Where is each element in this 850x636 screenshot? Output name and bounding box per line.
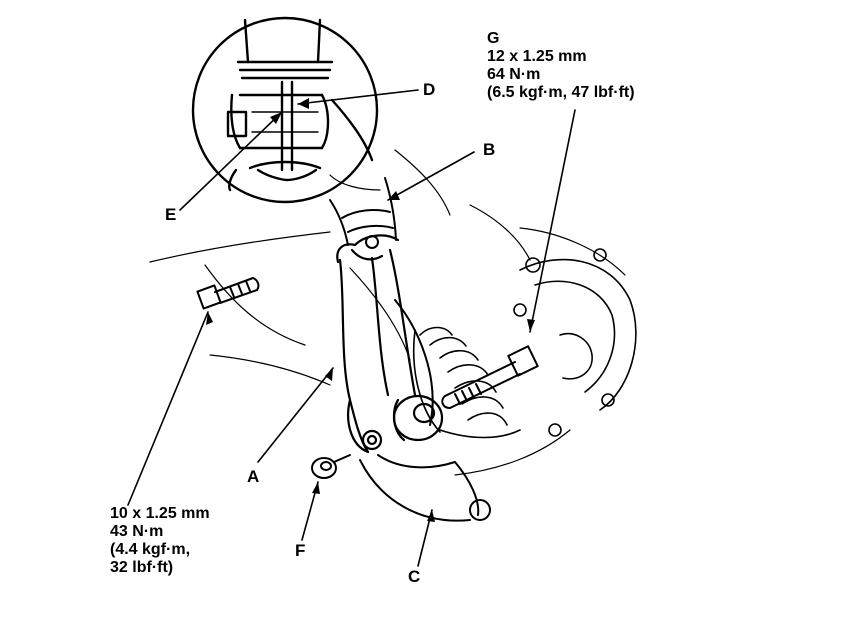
leader-lines	[127, 89, 576, 567]
upper-arm	[336, 234, 417, 454]
arrowheads	[206, 98, 535, 522]
spec-g-torque-alt: (6.5 kgf·m, 47 lbf·ft)	[487, 84, 635, 101]
hub-rotor	[513, 248, 637, 437]
knuckle	[359, 299, 491, 522]
label-g: G	[487, 30, 500, 47]
spec-bolt-torque-alt-1: (4.4 kgf·m,	[110, 541, 191, 558]
label-f: F	[295, 541, 306, 560]
spec-bolt-torque-alt-2: 32 lbf·ft)	[110, 559, 174, 576]
label-a: A	[247, 467, 260, 486]
label-e: E	[165, 205, 177, 224]
spec-bolt: 10 x 1.25 mm 43 N·m (4.4 kgf·m, 32 lbf·f…	[110, 505, 210, 577]
bolt-left	[196, 277, 260, 310]
label-d: D	[423, 80, 436, 99]
spec-bolt-torque: 43 N·m	[110, 523, 164, 540]
spec-g-torque: 64 N·m	[487, 66, 541, 83]
spec-g-size: 12 x 1.25 mm	[487, 48, 587, 65]
detail-circle	[191, 16, 379, 204]
spec-g: G 12 x 1.25 mm 64 N·m (6.5 kgf·m, 47 lbf…	[487, 30, 635, 102]
fork-bushing	[392, 394, 444, 442]
label-b: B	[483, 140, 496, 159]
background-structure	[149, 149, 626, 476]
nut-f	[311, 454, 351, 479]
spec-bolt-size: 10 x 1.25 mm	[110, 505, 210, 522]
shock-body	[329, 177, 397, 249]
bolt-g	[441, 345, 539, 409]
label-c: C	[408, 567, 421, 586]
